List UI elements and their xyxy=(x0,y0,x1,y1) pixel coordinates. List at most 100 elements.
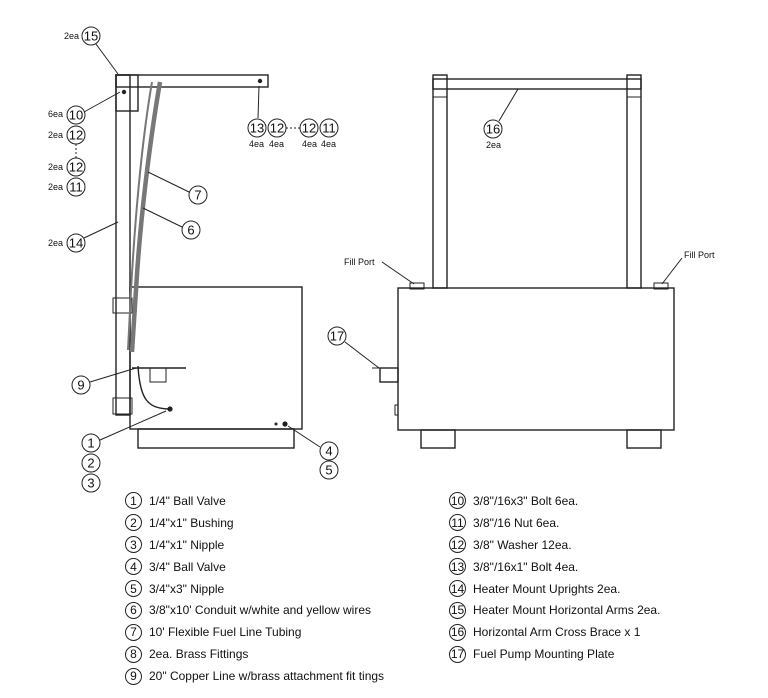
legend-number-circle: 8 xyxy=(125,645,142,663)
legend-number-circle: 1 xyxy=(125,492,142,510)
legend-item: 10 3/8"/16x3" Bolt 6ea. xyxy=(449,490,660,512)
legend-text: 1/4"x1" Bushing xyxy=(149,515,234,530)
callout-12c-num: 12 xyxy=(270,121,284,136)
callout-4-num: 4 xyxy=(325,444,332,459)
legend-text: 3/8"x10' Conduit w/white and yellow wire… xyxy=(149,603,371,618)
legend-item: 6 3/8"x10' Conduit w/white and yellow wir… xyxy=(125,599,384,621)
qty-11b: 4ea xyxy=(321,139,336,149)
qty-11: 2ea xyxy=(48,182,63,192)
ball-valve-dot xyxy=(167,406,173,412)
callout-11 xyxy=(66,177,86,197)
callout-16-num: 16 xyxy=(486,122,500,137)
qty-16: 2ea xyxy=(486,140,501,150)
legend-number-circle: 6 xyxy=(125,601,142,619)
callout-14-num: 14 xyxy=(69,236,83,251)
callout-7-num: 7 xyxy=(194,188,201,203)
fuel-pump-mounting-plate xyxy=(379,367,399,383)
qty-14: 2ea xyxy=(48,238,63,248)
skid-right xyxy=(626,429,662,449)
callout-2-num: 2 xyxy=(87,456,94,471)
legend-item: 14 Heater Mount Uprights 2ea. xyxy=(449,578,660,600)
bolt-dot xyxy=(257,78,263,84)
callout-17-num: 17 xyxy=(330,329,344,344)
callout-12b xyxy=(66,157,86,177)
legend-text: Heater Mount Uprights 2ea. xyxy=(473,581,621,596)
conduit xyxy=(127,81,153,351)
fill-port-left xyxy=(409,282,425,290)
legend-text: 3/8" Washer 12ea. xyxy=(473,537,572,552)
callout-10-num: 10 xyxy=(69,108,83,123)
legend-number-circle: 11 xyxy=(449,514,466,532)
ball-valve-dot xyxy=(282,421,288,427)
qty-12a: 2ea xyxy=(48,130,63,140)
cross-brace xyxy=(432,78,642,90)
fill-port-right xyxy=(653,282,669,290)
qty-15: 2ea xyxy=(64,31,79,41)
legend-text: 3/8"/16x3" Bolt 6ea. xyxy=(473,493,579,508)
legend-text: 3/4" Ball Valve xyxy=(149,559,226,574)
callout-5 xyxy=(319,460,339,480)
callout-1-num: 1 xyxy=(87,436,94,451)
front-upright-left xyxy=(432,74,448,289)
legend-item: 9 20" Copper Line w/brass attachment fit … xyxy=(125,665,384,687)
callout-11b-num: 11 xyxy=(322,121,336,136)
callout-3-num: 3 xyxy=(87,476,94,491)
callout-12a-num: 12 xyxy=(69,128,83,143)
legend-text: Heater Mount Horizontal Arms 2ea. xyxy=(473,603,661,618)
front-view xyxy=(372,74,675,449)
tank-skid xyxy=(137,428,295,449)
callout-17 xyxy=(327,326,347,346)
legend-text: Horizontal Arm Cross Brace x 1 xyxy=(473,625,641,640)
copper-line xyxy=(137,365,169,410)
qty-10: 6ea xyxy=(48,109,63,119)
legend-number-circle: 17 xyxy=(449,645,466,663)
upright-post xyxy=(115,74,131,416)
legend-number-circle: 16 xyxy=(449,623,466,641)
fill-port-label-left: Fill Port xyxy=(344,257,375,267)
legend-number-circle: 13 xyxy=(449,558,466,576)
legend-item: 16 Horizontal Arm Cross Brace x 1 xyxy=(449,621,660,643)
qty-12c: 4ea xyxy=(269,139,284,149)
legend-number-circle: 14 xyxy=(449,580,466,597)
horizontal-arm xyxy=(115,74,269,88)
callout-7 xyxy=(188,185,208,205)
legend-text: 2ea. Brass Fittings xyxy=(149,647,249,662)
legend-item: 8 2ea. Brass Fittings xyxy=(125,643,384,665)
upright-clamp-upper xyxy=(112,297,133,314)
callout-9-num: 9 xyxy=(77,378,84,393)
qty-12b: 2ea xyxy=(48,162,63,172)
callout-10 xyxy=(66,105,86,125)
flexible-fuel-line xyxy=(129,81,163,353)
callout-11-num: 11 xyxy=(69,180,83,195)
callout-12d xyxy=(299,118,319,138)
callout-11b xyxy=(319,118,339,138)
legend-number-circle: 3 xyxy=(125,536,142,554)
side-view xyxy=(112,74,303,449)
legend-number-circle: 10 xyxy=(449,492,466,510)
legend-text: 3/4"x3" Nipple xyxy=(149,581,225,596)
bolt-dot xyxy=(274,422,278,426)
front-upright-right xyxy=(626,74,642,289)
fuel-tank-side xyxy=(129,286,303,430)
legend-text: 20" Copper Line w/brass attachment fit t… xyxy=(149,669,385,684)
legend-number-circle: 9 xyxy=(125,667,142,685)
callout-6 xyxy=(181,220,201,240)
callout-13 xyxy=(247,118,267,138)
callout-15-num: 15 xyxy=(84,29,98,44)
legend-item: 4 3/4" Ball Valve xyxy=(125,556,384,578)
callout-1 xyxy=(81,433,101,453)
upright-clamp-lower xyxy=(112,397,133,415)
pump-mount-block xyxy=(149,367,167,383)
legend-number-circle: 4 xyxy=(125,558,142,576)
callout-3 xyxy=(81,473,101,493)
